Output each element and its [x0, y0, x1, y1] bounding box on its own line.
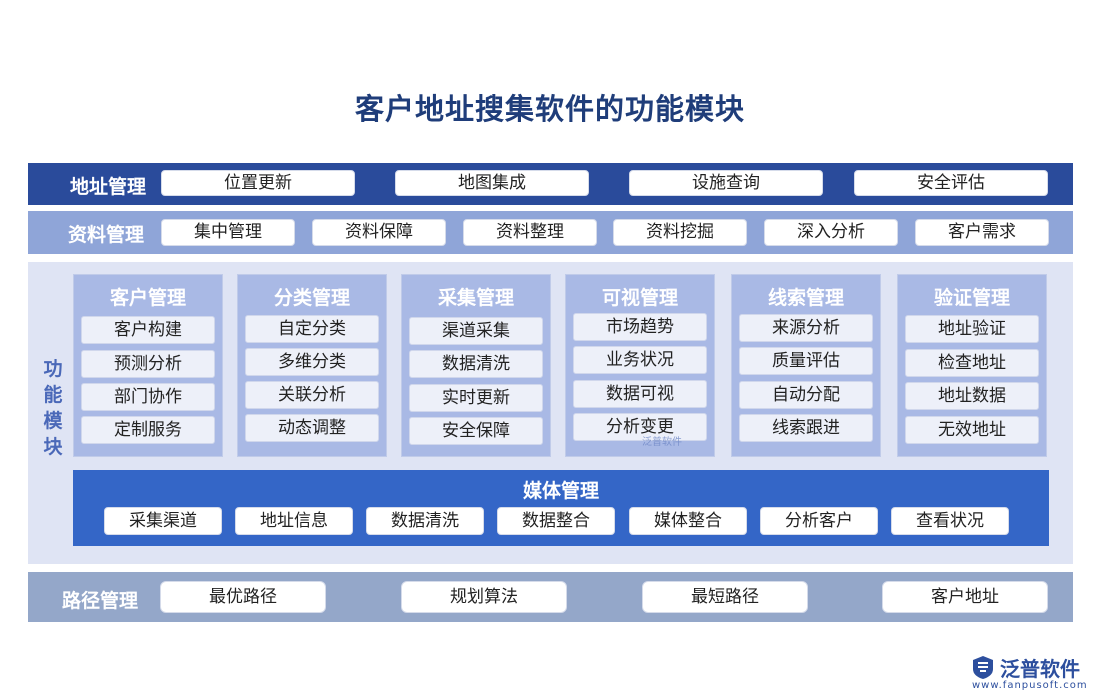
route-item: 最短路径: [642, 581, 808, 613]
data-item: 客户需求: [915, 219, 1049, 246]
module-classification-management: 分类管理 自定分类 多维分类 关联分析 动态调整: [237, 274, 387, 457]
logo-url: www.fanpusoft.com: [972, 680, 1088, 691]
media-management-title: 媒体管理: [522, 480, 599, 502]
logo-name: 泛普软件: [1000, 657, 1080, 681]
module-customer-management: 客户管理 客户构建 预测分析 部门协作 定制服务: [73, 274, 223, 457]
data-management-band: 资料管理 集中管理 资料保障 资料整理 资料挖掘 深入分析 客户需求: [28, 211, 1073, 254]
module-item: 来源分析: [739, 314, 873, 342]
module-title: 分类管理: [273, 287, 350, 309]
module-verification-management: 验证管理 地址验证 检查地址 地址数据 无效地址: [897, 274, 1047, 457]
watermark-seal: 泛普软件: [642, 437, 682, 448]
module-item: 地址验证: [905, 315, 1039, 343]
module-item: 自定分类: [245, 315, 379, 343]
address-item: 安全评估: [854, 170, 1048, 196]
module-item: 定制服务: [81, 416, 215, 444]
module-title: 采集管理: [437, 287, 514, 309]
address-item: 地图集成: [395, 170, 589, 196]
function-modules-area: 功能模块 客户管理 客户构建 预测分析 部门协作 定制服务 分类管理 自定分类 …: [28, 262, 1073, 564]
data-item: 资料挖掘: [613, 219, 747, 246]
module-title: 客户管理: [109, 287, 186, 309]
data-management-label: 资料管理: [68, 224, 145, 246]
module-item: 关联分析: [245, 381, 379, 409]
module-item: 渠道采集: [409, 317, 543, 345]
media-item: 查看状况: [891, 507, 1009, 535]
route-item: 客户地址: [882, 581, 1048, 613]
fanpu-logo-icon: [973, 656, 993, 679]
module-item: 动态调整: [245, 414, 379, 442]
module-item: 无效地址: [905, 416, 1039, 444]
module-item: 客户构建: [81, 316, 215, 344]
module-item: 自动分配: [739, 381, 873, 409]
module-visual-management: 可视管理 市场趋势 业务状况 数据可视 分析变更: [565, 274, 715, 457]
module-title: 可视管理: [601, 287, 678, 309]
route-item: 最优路径: [160, 581, 326, 613]
module-item: 线索跟进: [739, 414, 873, 442]
diagram-title: 客户地址搜集软件的功能模块: [354, 92, 745, 126]
module-item: 质量评估: [739, 347, 873, 375]
address-item: 位置更新: [161, 170, 355, 196]
module-item: 安全保障: [409, 417, 543, 445]
data-item: 深入分析: [764, 219, 898, 246]
module-title: 验证管理: [933, 287, 1010, 309]
module-item: 地址数据: [905, 382, 1039, 410]
media-item: 数据清洗: [366, 507, 484, 535]
module-item: 市场趋势: [573, 313, 707, 341]
module-collection-management: 采集管理 渠道采集 数据清洗 实时更新 安全保障: [401, 274, 551, 457]
data-item: 资料整理: [463, 219, 597, 246]
module-item: 数据可视: [573, 380, 707, 408]
media-item: 分析客户: [760, 507, 878, 535]
media-item: 采集渠道: [104, 507, 222, 535]
media-item: 地址信息: [235, 507, 353, 535]
module-lead-management: 线索管理 来源分析 质量评估 自动分配 线索跟进: [731, 274, 881, 457]
module-item: 多维分类: [245, 348, 379, 376]
module-item: 分析变更: [573, 413, 707, 441]
module-item: 检查地址: [905, 349, 1039, 377]
module-item: 部门协作: [81, 383, 215, 411]
media-item: 媒体整合: [629, 507, 747, 535]
address-management-band: 地址管理 位置更新 地图集成 设施查询 安全评估: [28, 163, 1073, 205]
module-item: 业务状况: [573, 346, 707, 374]
function-modules-label: 功能模块: [43, 358, 63, 458]
media-item: 数据整合: [497, 507, 615, 535]
data-item: 资料保障: [312, 219, 446, 246]
route-management-label: 路径管理: [62, 590, 139, 612]
module-item: 数据清洗: [409, 350, 543, 378]
data-item: 集中管理: [161, 219, 295, 246]
address-item: 设施查询: [629, 170, 823, 196]
module-title: 线索管理: [767, 287, 844, 309]
media-management-band: 媒体管理 采集渠道 地址信息 数据清洗 数据整合 媒体整合 分析客户 查看状况: [73, 470, 1049, 546]
route-management-band: 路径管理 最优路径 规划算法 最短路径 客户地址: [28, 572, 1073, 622]
route-item: 规划算法: [401, 581, 567, 613]
module-item: 实时更新: [409, 384, 543, 412]
address-management-label: 地址管理: [70, 176, 147, 198]
module-item: 预测分析: [81, 350, 215, 378]
